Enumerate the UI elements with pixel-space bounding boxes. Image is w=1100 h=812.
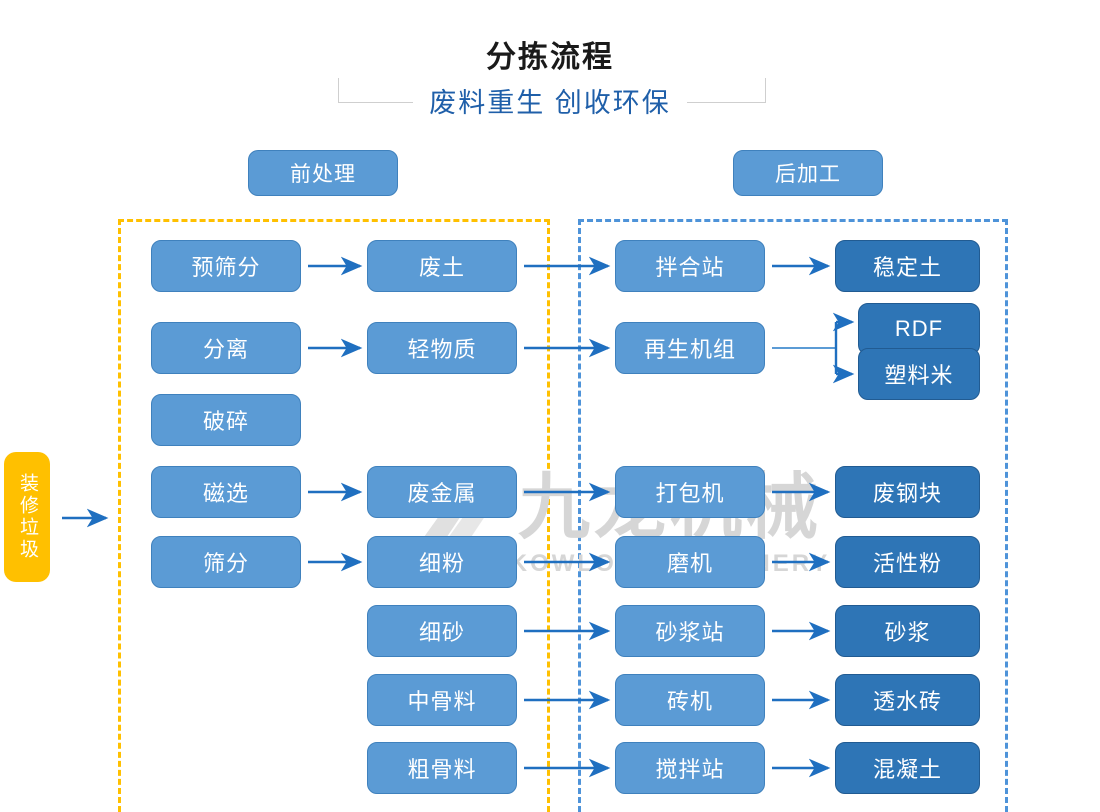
node-label: 打包机	[655, 481, 725, 506]
node-material-fine-powder[interactable]: 细粉	[367, 536, 517, 588]
node-label: 筛分	[202, 551, 249, 576]
node-label: 废钢块	[872, 481, 942, 506]
node-process-pre-crush[interactable]: 破碎	[151, 394, 301, 446]
node-product-mortar[interactable]: 砂浆	[835, 605, 980, 657]
node-label: 再生机组	[643, 337, 736, 362]
node-material-coarse-aggregate[interactable]: 粗骨料	[367, 742, 517, 794]
group-boundary-preprocess	[118, 219, 550, 812]
group-boundary-postprocess	[578, 219, 1008, 812]
node-product-concrete[interactable]: 混凝土	[835, 742, 980, 794]
node-process-post-mixer-station[interactable]: 搅拌站	[615, 742, 765, 794]
node-label: 细砂	[418, 620, 465, 645]
node-product-rdf[interactable]: RDF	[858, 303, 980, 355]
node-process-post-mill[interactable]: 磨机	[615, 536, 765, 588]
node-label: 轻物质	[407, 337, 477, 362]
node-label: 细粉	[418, 551, 465, 576]
node-label: 废土	[418, 255, 465, 280]
node-process-post-recycling-unit[interactable]: 再生机组	[615, 322, 765, 374]
node-label: 搅拌站	[655, 757, 725, 782]
node-material-waste-soil[interactable]: 废土	[367, 240, 517, 292]
node-label: 透水砖	[872, 689, 942, 714]
page-subtitle: 废料重生 创收环保	[0, 85, 1100, 121]
page-title: 分拣流程	[0, 38, 1100, 78]
node-material-medium-aggregate[interactable]: 中骨料	[367, 674, 517, 726]
node-product-scrap-steel-block[interactable]: 废钢块	[835, 466, 980, 518]
section-pill-preprocess[interactable]: 前处理	[248, 150, 398, 196]
node-process-pre-magnetic[interactable]: 磁选	[151, 466, 301, 518]
node-label: 砂浆	[884, 620, 931, 645]
node-label: 粗骨料	[407, 757, 477, 782]
node-label: 稳定土	[872, 255, 942, 280]
node-label: 分离	[202, 337, 249, 362]
node-label: 砂浆站	[655, 620, 725, 645]
node-label: 中骨料	[407, 689, 477, 714]
node-product-permeable-brick[interactable]: 透水砖	[835, 674, 980, 726]
section-pill-postprocess[interactable]: 后加工	[733, 150, 883, 196]
node-label: 拌合站	[655, 255, 725, 280]
node-process-post-baler[interactable]: 打包机	[615, 466, 765, 518]
node-product-active-powder[interactable]: 活性粉	[835, 536, 980, 588]
node-label: 磨机	[666, 551, 713, 576]
node-feed-label: 装修垃圾	[17, 473, 38, 561]
node-process-pre-screen[interactable]: 筛分	[151, 536, 301, 588]
node-material-light-matter[interactable]: 轻物质	[367, 322, 517, 374]
section-pill-postprocess-label: 后加工	[775, 163, 841, 186]
node-process-post-brick-machine[interactable]: 砖机	[615, 674, 765, 726]
node-label: RDF	[894, 316, 944, 341]
section-pill-preprocess-label: 前处理	[290, 163, 356, 186]
node-process-pre-presort[interactable]: 预筛分	[151, 240, 301, 292]
node-label: 磁选	[202, 481, 249, 506]
node-label: 废金属	[407, 481, 477, 506]
node-label: 破碎	[202, 409, 249, 434]
node-product-plastic-pellet[interactable]: 塑料米	[858, 348, 980, 400]
node-label: 活性粉	[872, 551, 942, 576]
page-subtitle-text: 废料重生 创收环保	[413, 88, 687, 118]
node-process-pre-separate[interactable]: 分离	[151, 322, 301, 374]
node-material-scrap-metal[interactable]: 废金属	[367, 466, 517, 518]
node-feed-renovation-waste[interactable]: 装修垃圾	[4, 452, 50, 582]
node-label: 混凝土	[872, 757, 942, 782]
node-process-post-mixing-station[interactable]: 拌合站	[615, 240, 765, 292]
node-material-fine-sand[interactable]: 细砂	[367, 605, 517, 657]
node-process-post-mortar-station[interactable]: 砂浆站	[615, 605, 765, 657]
node-label: 预筛分	[191, 255, 261, 280]
node-label: 砖机	[666, 689, 713, 714]
node-product-stabilized-soil[interactable]: 稳定土	[835, 240, 980, 292]
node-label: 塑料米	[884, 363, 954, 388]
page-title-text: 分拣流程	[472, 41, 628, 74]
